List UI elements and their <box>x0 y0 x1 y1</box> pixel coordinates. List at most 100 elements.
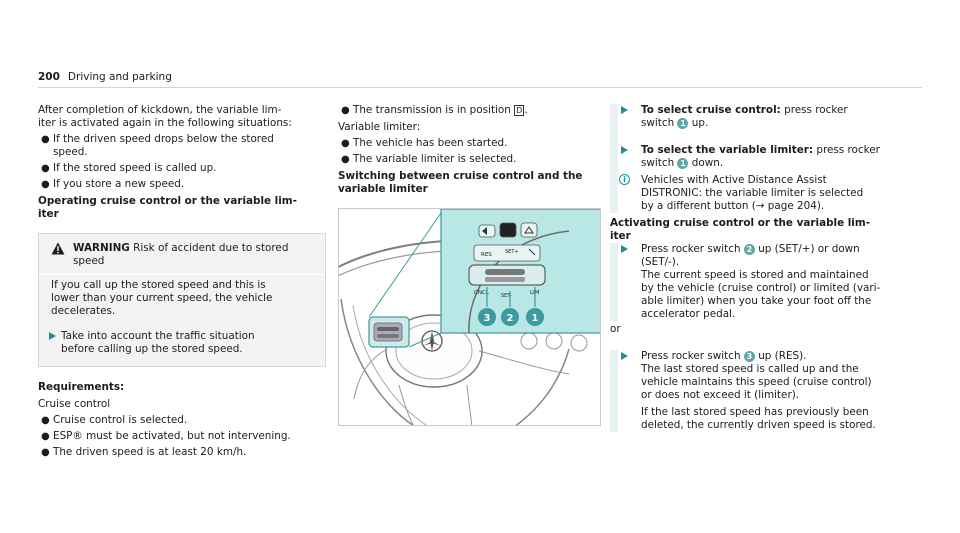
warning-triangle-icon <box>51 242 65 255</box>
set-plus-label: SET+ <box>505 249 519 255</box>
activating-heading-line2: iter <box>610 230 631 242</box>
warning-step-text: Take into account the traffic situation <box>61 330 255 342</box>
switching-heading-line1: Switching between cruise control and the <box>338 170 583 182</box>
step-arrow-icon <box>621 245 628 253</box>
warning-body-text: decelerates. <box>51 305 116 317</box>
callout-3-icon: 3 <box>743 351 755 362</box>
operating-heading-line1: Operating cruise control or the variable… <box>38 195 297 207</box>
step-text: press rocker <box>784 104 848 116</box>
step-bold-text: To select cruise control: <box>641 104 781 116</box>
or-label: or <box>610 323 621 335</box>
step-text: press rocker <box>816 144 880 156</box>
transmission-text: The transmission is in position <box>353 104 511 116</box>
requirements-heading: Requirements: <box>38 381 125 393</box>
cncl-label: CNCL <box>474 290 490 296</box>
header-rule <box>38 87 922 88</box>
section-title: Driving and parking <box>67 71 172 83</box>
steering-wheel-figure: RES SET+ CNCL SET- LIM 3 2 1 <box>338 208 601 426</box>
step-text: switch <box>641 117 675 129</box>
list-item: ●ESP® must be activated, but not interve… <box>38 430 326 443</box>
step-text: Press rocker switch <box>641 243 741 255</box>
callout-1-icon: 1 <box>677 158 689 169</box>
list-item: ● If the driven speed drops below the st… <box>38 133 326 159</box>
step-activate-set: Press rocker switch 2 up (SET/+) or down… <box>618 243 910 321</box>
list-item: ●Cruise control is selected. <box>38 414 326 427</box>
activating-heading-line1: Activating cruise control or the variabl… <box>610 217 871 229</box>
set-minus-label: SET- <box>501 293 512 299</box>
note-text: by a different button (→ page 204). <box>641 200 825 212</box>
warning-text: speed <box>73 255 105 267</box>
list-item-text: The variable limiter is selected. <box>353 153 517 165</box>
warning-body-text: If you call up the stored speed and this… <box>51 279 266 291</box>
bullet-icon: ● <box>41 447 50 458</box>
step-text: (SET/-). <box>641 256 680 268</box>
column-middle: ● The transmission is in position D. Var… <box>338 104 601 426</box>
column-right: To select cruise control: press rocker s… <box>610 104 910 432</box>
step-arrow-icon <box>621 106 628 114</box>
warning-header: WARNING Risk of accident due to stored s… <box>39 234 325 275</box>
list-item: ●The vehicle has been started. <box>338 137 600 150</box>
bullet-icon: ● <box>41 415 50 426</box>
cruise-control-label: Cruise control <box>38 398 111 410</box>
callout-2-icon: 2 <box>743 244 755 255</box>
list-item-text: speed. <box>53 146 88 158</box>
step-body-text: by the vehicle (cruise control) or limit… <box>641 282 881 294</box>
bullet-icon: ● <box>41 163 50 174</box>
step-body-text: The current speed is stored and maintain… <box>641 269 869 281</box>
list-item-text: If the stored speed is called up. <box>53 162 217 174</box>
activate-step2-block: Press rocker switch 3 up (RES). The last… <box>610 350 910 432</box>
gear-d-symbol: D <box>514 105 525 116</box>
operating-heading-line2: iter <box>38 208 59 220</box>
bullet-icon: ● <box>41 179 50 190</box>
list-item: ● The transmission is in position D. <box>341 104 528 116</box>
activate-step1-block: Press rocker switch 2 up (SET/+) or down… <box>610 243 910 321</box>
callout-3: 3 <box>484 313 491 324</box>
step-arrow-icon <box>49 332 56 340</box>
page-number: 200 <box>38 71 60 83</box>
callout-1-icon: 1 <box>677 118 689 129</box>
warning-label: WARNING <box>73 242 130 254</box>
list-item: ● If you store a new speed. <box>38 178 326 191</box>
step-body-text: able limiter) when you take your foot of… <box>641 295 872 307</box>
step-text: switch <box>641 157 675 169</box>
list-item-text: Cruise control is selected. <box>53 414 188 426</box>
list-item: ●The variable limiter is selected. <box>338 153 600 166</box>
warning-body-text: lower than your current speed, the vehic… <box>51 292 273 304</box>
list-item-text: If you store a new speed. <box>53 178 185 190</box>
step-text: Press rocker switch <box>641 350 741 362</box>
note-text: DISTRONIC: the variable limiter is selec… <box>641 187 864 199</box>
callout-1: 1 <box>532 313 539 324</box>
step-select-limiter: To select the variable limiter: press ro… <box>618 144 910 170</box>
bullet-icon: ● <box>341 138 350 149</box>
warning-body: If you call up the stored speed and this… <box>39 275 325 318</box>
step-text: down. <box>691 157 724 169</box>
step-bold-text: To select the variable limiter: <box>641 144 814 156</box>
list-item: ●The driven speed is at least 20 km/h. <box>38 446 326 459</box>
step-body-text: or does not exceed it (limiter). <box>641 389 800 401</box>
warning-step: Take into account the traffic situation … <box>39 330 325 356</box>
step-arrow-icon <box>621 352 628 360</box>
list-item-text: ESP® must be activated, but not interven… <box>53 430 291 442</box>
switching-heading-line2: variable limiter <box>338 183 428 195</box>
bullet-icon: ● <box>341 154 350 165</box>
list-item-text: If the driven speed drops below the stor… <box>53 133 274 145</box>
warning-box: WARNING Risk of accident due to stored s… <box>38 233 326 367</box>
select-steps-block: To select cruise control: press rocker s… <box>610 104 910 213</box>
list-item: ● If the stored speed is called up. <box>38 162 326 175</box>
res-label: RES <box>481 252 492 258</box>
step-body-text: deleted, the currently driven speed is s… <box>641 419 876 431</box>
step-arrow-icon <box>621 146 628 154</box>
step-text: up (SET/+) or down <box>758 243 860 255</box>
step-body-text: vehicle maintains this speed (cruise con… <box>641 376 872 388</box>
page-header: 200 Driving and parking <box>38 71 172 84</box>
step-body-text: If the last stored speed has previously … <box>641 406 869 418</box>
bullet-icon: ● <box>341 105 350 116</box>
step-text: up. <box>691 117 709 129</box>
warning-step-text: before calling up the stored speed. <box>61 343 243 355</box>
info-note: i Vehicles with Active Distance Assist D… <box>618 174 910 213</box>
step-activate-res: Press rocker switch 3 up (RES). The last… <box>618 350 910 432</box>
kickdown-intro-line1: After completion of kickdown, the variab… <box>38 104 282 116</box>
column-left: After completion of kickdown, the variab… <box>38 104 326 459</box>
list-item-text: The driven speed is at least 20 km/h. <box>53 446 247 458</box>
step-text: up (RES). <box>758 350 807 362</box>
